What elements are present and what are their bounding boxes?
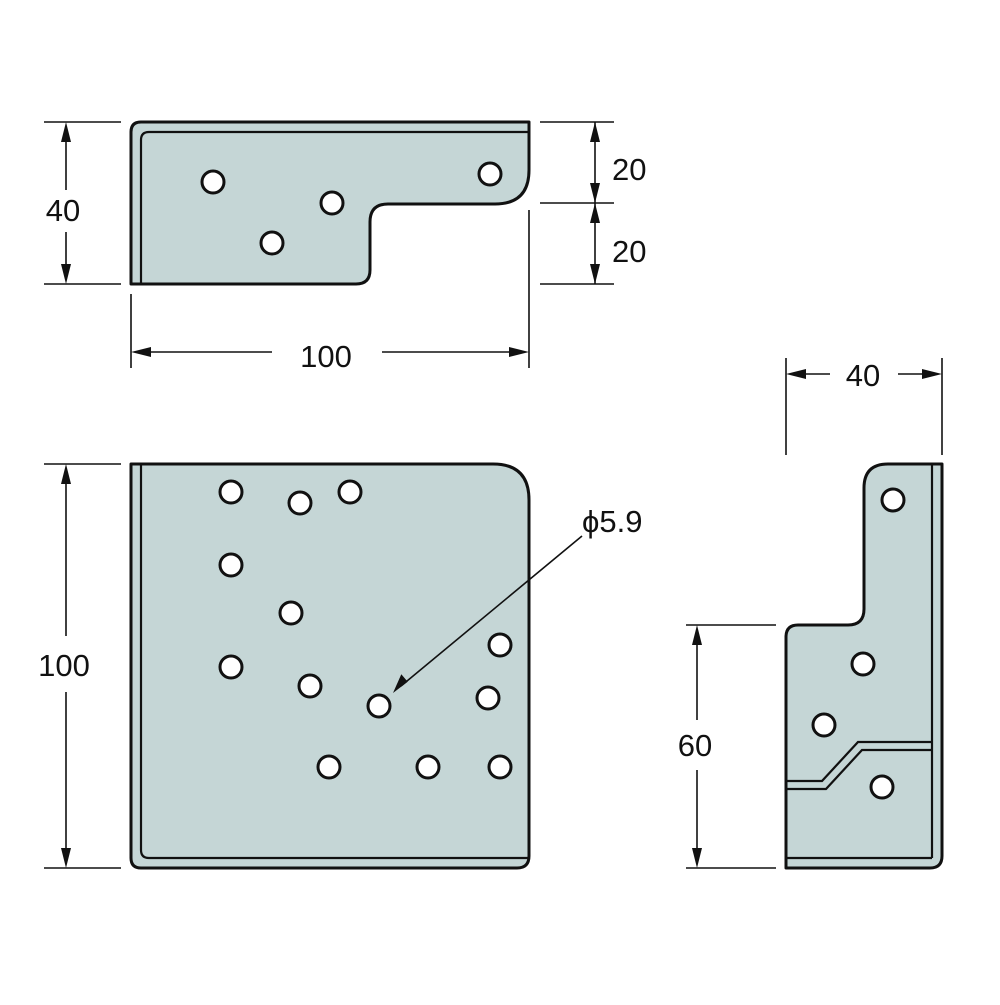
front-view-hole <box>218 552 244 578</box>
dim-label-lower-step: 20 <box>612 234 646 269</box>
front-view-hole <box>337 479 363 505</box>
front-view-hole <box>316 754 342 780</box>
arrowhead <box>61 848 71 868</box>
front-view-bend-line <box>139 464 529 860</box>
front-view-plate <box>129 462 531 870</box>
top-view-bend-line <box>139 130 529 284</box>
arrowhead <box>131 347 151 357</box>
front-view-hole <box>278 600 304 626</box>
side-view: 40 60 <box>678 358 944 870</box>
arrowhead <box>590 264 600 284</box>
side-view-fold-line <box>786 740 932 783</box>
arrowhead <box>61 464 71 484</box>
top-view-hole <box>319 190 345 216</box>
arrowhead <box>692 848 702 868</box>
dim-label-side-width: 40 <box>846 358 880 393</box>
arrowhead <box>786 369 806 379</box>
dim-label-front-height: 100 <box>38 648 90 683</box>
front-view-hole <box>218 479 244 505</box>
front-view-hole <box>297 673 323 699</box>
front-view-hole <box>287 490 313 516</box>
arrowhead <box>590 203 600 223</box>
dim-label-top-width: 100 <box>300 339 352 374</box>
side-view-hole <box>850 651 876 677</box>
front-view: ϕ5.9 100 <box>38 462 642 870</box>
front-view-hole <box>218 654 244 680</box>
arrowhead <box>692 625 702 645</box>
top-view: 40 20 20 100 <box>44 120 646 374</box>
front-view-hole <box>487 754 513 780</box>
arrowhead <box>590 122 600 142</box>
hole-diameter-label: ϕ5.9 <box>582 504 642 539</box>
top-view-hole <box>200 169 226 195</box>
dim-label-top-height: 40 <box>46 193 80 228</box>
arrowhead <box>61 264 71 284</box>
arrowhead <box>590 183 600 203</box>
top-view-hole <box>259 230 285 256</box>
side-view-hole <box>880 487 906 513</box>
front-view-hole <box>415 754 441 780</box>
top-view-hole <box>477 161 503 187</box>
leader-line <box>400 535 583 687</box>
arrowhead <box>61 122 71 142</box>
side-view-hole <box>869 774 895 800</box>
side-view-fold-line <box>786 748 932 791</box>
arrowhead <box>509 347 529 357</box>
front-view-hole <box>366 693 392 719</box>
dim-label-upper-step: 20 <box>612 152 646 187</box>
dim-label-side-height: 60 <box>678 728 712 763</box>
arrowhead <box>393 674 408 693</box>
arrowhead <box>922 369 942 379</box>
front-view-hole <box>475 685 501 711</box>
side-view-hole <box>811 712 837 738</box>
front-view-hole <box>487 632 513 658</box>
